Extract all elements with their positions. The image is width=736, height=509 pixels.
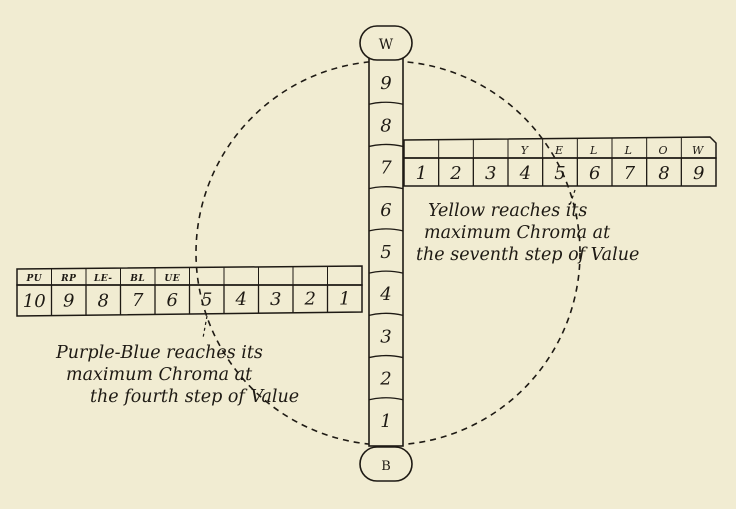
purple-blue-note-line: Purple-Blue reaches its bbox=[56, 343, 263, 363]
value-step-label: 9 bbox=[380, 73, 391, 94]
yellow-chroma-label: 4 bbox=[519, 163, 531, 184]
purple-blue-chroma-label: 8 bbox=[98, 290, 109, 311]
value-step-label: 8 bbox=[380, 115, 391, 136]
yellow-caption-letter: O bbox=[658, 144, 669, 157]
value-step-label: 7 bbox=[380, 158, 392, 179]
value-cell-divider bbox=[368, 312, 404, 316]
purple-blue-cell-strip bbox=[16, 284, 363, 317]
purple-blue-chroma-bar: PU RP LE- BL UE 10 9 8 7 6 5 4 3 2 1 bbox=[16, 265, 363, 317]
value-cell-divider bbox=[368, 270, 404, 274]
yellow-caption-letter: Y bbox=[521, 144, 530, 157]
purple-blue-chroma-label: 1 bbox=[339, 288, 350, 309]
purple-blue-chroma-label: 7 bbox=[132, 290, 144, 311]
purple-blue-chroma-label: 4 bbox=[235, 289, 247, 310]
purple-blue-chroma-label: 10 bbox=[23, 291, 46, 312]
yellow-note-line: Yellow reaches its bbox=[428, 201, 588, 221]
value-step-label: 6 bbox=[380, 200, 391, 221]
purple-blue-chroma-label: 2 bbox=[304, 289, 316, 310]
value-axis: 9 8 7 6 5 4 3 2 1 W B bbox=[359, 25, 413, 482]
value-cell-divider bbox=[368, 397, 404, 401]
purple-blue-caption-segment: PU bbox=[25, 274, 42, 284]
purple-blue-chroma-label: 3 bbox=[270, 289, 281, 310]
yellow-chroma-label: 9 bbox=[693, 163, 704, 184]
purple-blue-chroma-label: 5 bbox=[201, 290, 212, 311]
purple-blue-note-line: maximum Chroma at bbox=[66, 365, 253, 385]
purple-blue-leader-line bbox=[202, 315, 208, 339]
purple-blue-chroma-label: 6 bbox=[167, 290, 178, 311]
value-step-label: 3 bbox=[380, 326, 391, 347]
value-cell-divider bbox=[368, 228, 404, 232]
value-axis-column bbox=[368, 57, 404, 447]
value-step-label: 4 bbox=[379, 284, 391, 305]
yellow-chroma-label: 5 bbox=[554, 163, 565, 184]
yellow-chroma-bar: Y E L L O W 1 2 3 4 5 6 7 8 9 bbox=[403, 136, 717, 187]
black-cap-label: B bbox=[381, 459, 391, 474]
yellow-caption-letter: E bbox=[554, 144, 565, 157]
black-cap bbox=[359, 446, 413, 482]
value-step-label: 1 bbox=[380, 411, 391, 432]
yellow-chroma-label: 6 bbox=[589, 163, 600, 184]
purple-blue-note-line: the fourth step of Value bbox=[90, 387, 300, 407]
value-step-label: 2 bbox=[379, 369, 391, 390]
white-cap bbox=[359, 25, 413, 61]
white-cap-label: W bbox=[379, 37, 394, 53]
yellow-chroma-label: 3 bbox=[485, 163, 496, 184]
yellow-chroma-label: 2 bbox=[449, 163, 461, 184]
yellow-caption-strip bbox=[403, 136, 717, 159]
yellow-caption-letter: W bbox=[692, 144, 705, 157]
yellow-chroma-label: 1 bbox=[416, 163, 427, 184]
value-cell-divider bbox=[368, 101, 404, 105]
purple-blue-caption-segment: BL bbox=[129, 274, 145, 284]
purple-blue-note: Purple-Blue reaches its maximum Chroma a… bbox=[56, 342, 299, 408]
yellow-note-line: maximum Chroma at bbox=[424, 223, 611, 243]
yellow-chroma-label: 7 bbox=[624, 163, 636, 184]
purple-blue-caption-segment: RP bbox=[60, 274, 76, 284]
yellow-leader-line bbox=[569, 189, 576, 206]
yellow-caption-letter: L bbox=[589, 144, 599, 157]
value-step-label: 5 bbox=[380, 242, 391, 263]
value-cell-divider bbox=[368, 186, 404, 190]
yellow-caption-letter: L bbox=[624, 144, 634, 157]
purple-blue-caption-segment: UE bbox=[164, 274, 180, 284]
yellow-note-line: the seventh step of Value bbox=[416, 245, 640, 265]
purple-blue-chroma-label: 9 bbox=[63, 291, 74, 312]
value-cell-divider bbox=[368, 354, 404, 359]
value-cell-divider bbox=[368, 143, 404, 148]
yellow-chroma-label: 8 bbox=[658, 163, 669, 184]
yellow-note: Yellow reaches its maximum Chroma at the… bbox=[416, 200, 639, 266]
purple-blue-caption-segment: LE- bbox=[93, 274, 113, 284]
